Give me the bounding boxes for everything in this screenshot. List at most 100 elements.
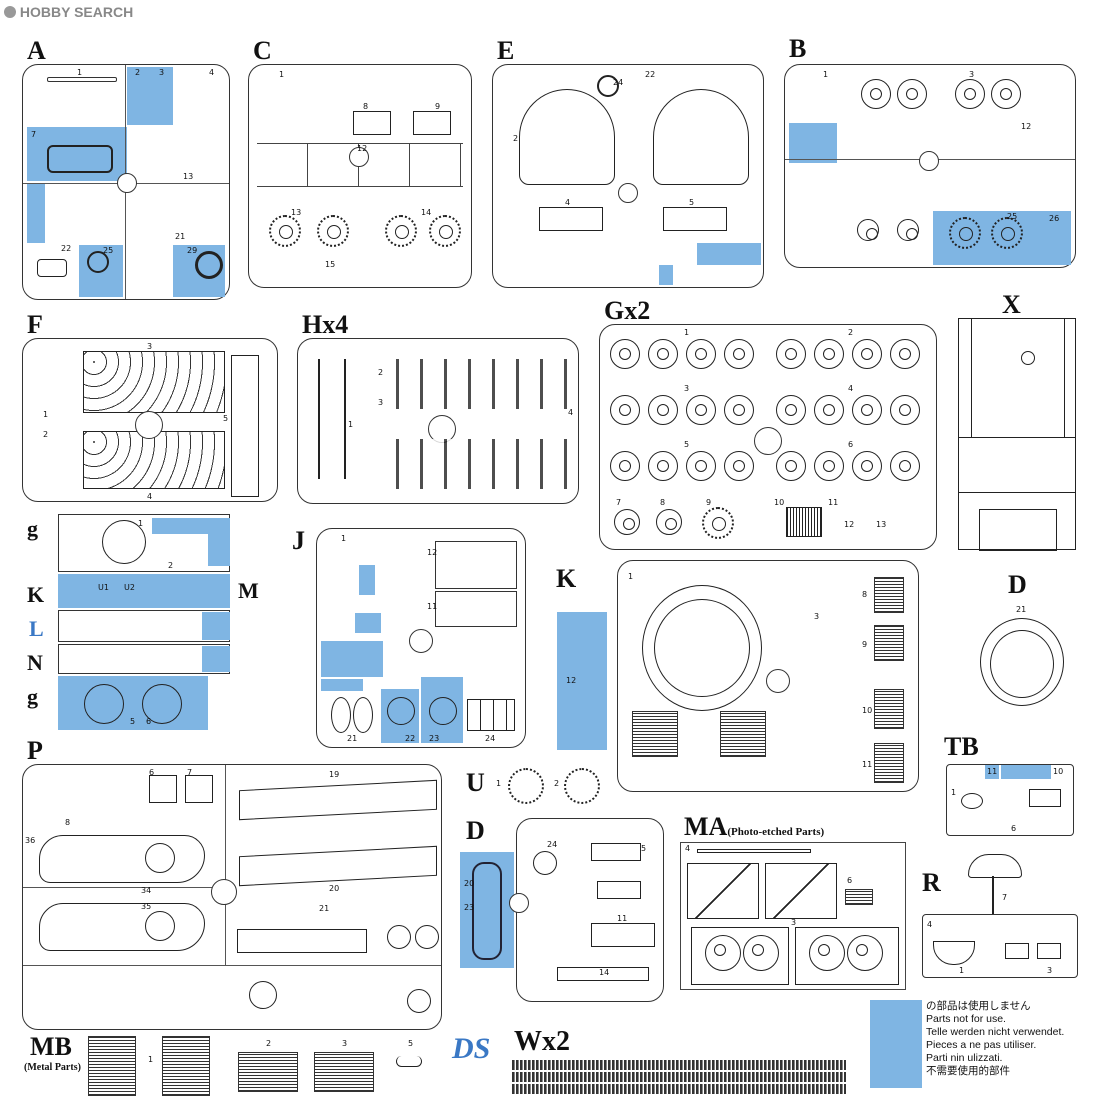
part-number: 6 <box>847 876 853 885</box>
part-number: 20 <box>464 879 475 888</box>
ds-logo-text: DS <box>452 1032 491 1065</box>
part-number: 3 <box>147 342 153 351</box>
part-number: 21 <box>347 734 358 743</box>
part-number: 1 <box>77 68 83 77</box>
sprue-label-k: K <box>27 582 45 607</box>
part-number: 21 <box>175 232 186 241</box>
metal-hook-5 <box>396 1056 422 1067</box>
legend-swatch <box>870 1000 922 1088</box>
part-number: 1 <box>823 70 829 79</box>
part-number: 1 <box>951 788 957 797</box>
part-number: 3 <box>342 1039 348 1048</box>
metal-grille-1a <box>88 1036 136 1096</box>
sprue-g: 1 2 3 4 5 6 7 8 9 10 11 12 13 <box>599 324 937 550</box>
sprue-label-mb-sub: (Metal Parts) <box>24 1062 81 1073</box>
part-number: 4 <box>565 198 571 207</box>
sprue-ma: 4 6 3 <box>680 842 906 990</box>
part-number: 4 <box>209 68 215 77</box>
part-number: 4 <box>685 844 691 853</box>
part-number: 4 <box>568 408 574 417</box>
ds-logo-icon: DS <box>452 1032 500 1070</box>
part-number: 7 <box>616 498 622 507</box>
sprue-label-g-top: g <box>27 516 38 541</box>
part-number: 10 <box>1053 767 1064 776</box>
legend-line: Parti nin ulizzati. <box>926 1052 1003 1064</box>
part-number: 1 <box>341 534 347 543</box>
track-links-w <box>512 1084 846 1094</box>
part-number: 12 <box>566 676 577 685</box>
legend-line: Pieces a ne pas utiliser. <box>926 1039 1037 1051</box>
part-number: 4 <box>927 920 933 929</box>
sprue-tb: 11 10 1 6 <box>946 764 1074 836</box>
sprue-label-u: U <box>466 768 485 797</box>
sprue-label-ma-sub: (Photo-etched Parts) <box>727 826 825 838</box>
part-number: 5 <box>684 440 690 449</box>
part-number: 21 <box>319 904 330 913</box>
part-number: 13 <box>291 208 302 217</box>
sprue-r-part-7: 7 <box>968 854 1022 914</box>
part-number: 2 <box>554 779 560 788</box>
legend-line: 不需要使用的部件 <box>926 1065 1010 1077</box>
part-number: 26 <box>1049 214 1060 223</box>
part-number: 1 <box>279 70 285 79</box>
part-number: 13 <box>183 172 194 181</box>
part-number: 5 <box>641 844 647 853</box>
part-number: 8 <box>660 498 666 507</box>
part-number: 1 <box>43 410 49 419</box>
sprue-d2: 5 11 14 24 <box>509 818 664 1002</box>
watermark: HOBBY SEARCH <box>4 4 133 20</box>
part-number: 22 <box>405 734 416 743</box>
track-links-w <box>512 1072 846 1082</box>
part-number: 25 <box>1007 212 1018 221</box>
part-number: 12 <box>357 144 368 153</box>
sprue-j: 1 12 11 21 22 23 24 <box>316 528 526 748</box>
part-number: 24 <box>485 734 496 743</box>
metal-grille-3 <box>314 1052 374 1092</box>
sprue-label-g: Gx2 <box>604 296 651 325</box>
sprue-label-mb: MB <box>30 1032 72 1061</box>
watermark-icon <box>4 6 16 18</box>
hull-x <box>958 318 1076 551</box>
sprue-e: 2 4 5 22 24 <box>492 64 764 288</box>
sprue-label-tb: TB <box>944 732 979 761</box>
legend-line: の部品は使用しません <box>926 1000 1031 1012</box>
sprue-label-w: Wx2 <box>514 1026 570 1057</box>
cupola-ring-d: 21 <box>976 606 1066 710</box>
part-number: 2 <box>135 68 141 77</box>
part-number: 7 <box>31 130 37 139</box>
part-number: 6 <box>146 717 152 726</box>
legend-text: の部品は使用しません Parts not for use. Telle werd… <box>926 1000 1106 1078</box>
part-number: 22 <box>61 244 72 253</box>
part-number: 2 <box>266 1039 272 1048</box>
part-number: 35 <box>141 902 152 911</box>
part-number: 1 <box>348 420 354 429</box>
sprue-r: 1 3 4 <box>922 914 1078 978</box>
part-number: 12 <box>427 548 438 557</box>
part-number: 14 <box>421 208 432 217</box>
sprue-a: 1 2 3 4 7 13 21 22 25 29 <box>22 64 230 300</box>
part-number: 5 <box>408 1039 414 1048</box>
sprue-label-e: E <box>497 36 515 65</box>
sprue-d-parts-23-24: 20 23 <box>460 852 514 968</box>
part-number: 6 <box>149 768 155 777</box>
part-number: 12 <box>844 520 855 529</box>
track-links-w <box>512 1060 846 1070</box>
part-number: 29 <box>187 246 198 255</box>
part-number: 10 <box>774 498 785 507</box>
sprue-c: 1 8 9 12 13 14 15 <box>248 64 472 288</box>
sprue-b: 1 3 12 25 26 <box>784 64 1076 268</box>
part-number: 2 <box>848 328 854 337</box>
part-number: 14 <box>599 968 610 977</box>
part-number: 2 <box>513 134 519 143</box>
part-number: 24 <box>547 840 558 849</box>
sprue-label-r: R <box>922 868 941 897</box>
part-number: 12 <box>1021 122 1032 131</box>
part-number: 1 <box>496 779 502 788</box>
part-number: 8 <box>65 818 71 827</box>
part-number: 34 <box>141 886 152 895</box>
part-number: 1 <box>684 328 690 337</box>
sprue-u: 1 2 <box>496 766 616 808</box>
part-number: 7 <box>187 768 193 777</box>
part-number: 1 <box>959 966 965 975</box>
part-number: U2 <box>124 583 135 592</box>
